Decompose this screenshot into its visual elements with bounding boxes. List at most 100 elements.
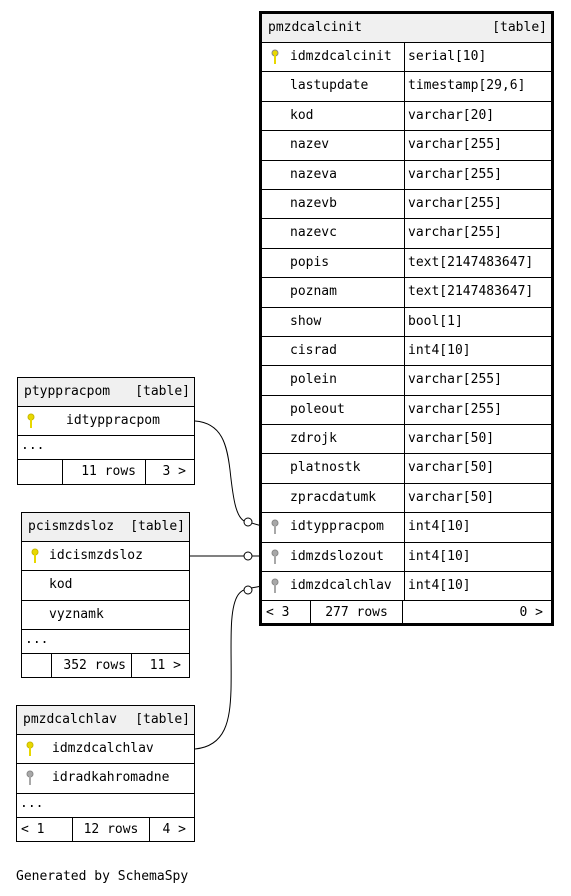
column-row[interactable]: polein varchar[255]: [262, 366, 554, 396]
table-pcismzdsloz[interactable]: pcismzdsloz [table] idcismzdsloz kod vyz…: [21, 512, 190, 679]
edge-idmzdcalchlav: [194, 585, 263, 750]
column-name: idmzdcalchlav: [52, 741, 154, 756]
parents-link[interactable]: < 3: [266, 605, 290, 621]
primary-key-icon: [271, 49, 279, 64]
column-type: varchar[50]: [404, 483, 554, 513]
foreign-key-icon: [26, 770, 34, 786]
primary-key-icon: [26, 741, 34, 756]
column-type: varchar[255]: [404, 189, 554, 219]
table-pmzdcalchlav[interactable]: pmzdcalchlav [table] idmzdcalchlav idrad…: [16, 705, 195, 842]
row-count: 12 rows: [72, 817, 149, 842]
column-name: vyznamk: [49, 606, 104, 622]
ellipsis: ...: [20, 795, 44, 811]
table-header[interactable]: ptyppracpom [table]: [18, 378, 194, 407]
column-row[interactable]: poznam text[2147483647]: [262, 278, 554, 308]
column-name: nazeva: [290, 166, 337, 182]
column-row[interactable]: platnostk varchar[50]: [262, 454, 554, 484]
table-header[interactable]: pmzdcalcinit [table]: [262, 14, 551, 43]
table-footer: < 1 12 rows 4 >: [17, 817, 194, 842]
table-header[interactable]: pmzdcalchlav [table]: [17, 706, 194, 735]
table-kind-label: [table]: [130, 519, 185, 534]
column-name: poleout: [290, 401, 345, 417]
edge-idmzdslozout-end: [243, 551, 253, 561]
column-row[interactable]: vyznamk: [22, 601, 189, 631]
column-name: kod: [290, 107, 314, 123]
children-link[interactable]: 11 >: [131, 654, 189, 679]
table-footer: 11 rows 3 >: [18, 460, 194, 485]
column-row[interactable]: poleout varchar[255]: [262, 395, 554, 426]
edge-idtyppracpom: [194, 420, 263, 527]
table-footer: 352 rows 11 >: [22, 654, 189, 679]
column-type: varchar[255]: [404, 131, 554, 160]
column-type: int4[10]: [404, 513, 554, 542]
table-kind-label: [table]: [135, 712, 190, 727]
children-link[interactable]: 4 >: [149, 817, 194, 842]
column-row[interactable]: nazev varchar[255]: [262, 131, 554, 161]
more-columns: ...: [17, 794, 194, 818]
ellipsis: ...: [21, 438, 45, 454]
parents-link[interactable]: [22, 654, 51, 678]
column-name: platnostk: [290, 460, 361, 476]
column-row[interactable]: idmzdcalchlav: [17, 735, 194, 765]
column-type: varchar[255]: [404, 219, 554, 248]
parents-link[interactable]: [18, 460, 62, 484]
foreign-key-icon: [271, 578, 279, 594]
column-type: varchar[20]: [404, 101, 554, 131]
column-row[interactable]: zdrojk varchar[50]: [262, 425, 554, 455]
foreign-key-icon: [271, 519, 279, 535]
column-type: timestamp[29,6]: [404, 72, 554, 101]
column-row[interactable]: nazeva varchar[255]: [262, 160, 554, 190]
column-type: bool[1]: [404, 307, 554, 336]
table-name: pmzdcalchlav: [23, 712, 117, 727]
column-type: varchar[255]: [404, 366, 554, 395]
generated-by-label: Generated by SchemaSpy: [16, 869, 189, 884]
column-row[interactable]: idtyppracpom: [18, 407, 194, 437]
column-row[interactable]: kod varchar[20]: [262, 101, 554, 132]
column-row[interactable]: idcismzdsloz: [22, 542, 189, 572]
more-columns: ...: [18, 436, 194, 461]
children-link[interactable]: 0 >: [402, 601, 551, 626]
column-type: varchar[50]: [404, 425, 554, 454]
column-type: varchar[255]: [404, 160, 554, 189]
column-name: idmzdcalchlav: [290, 578, 392, 594]
column-name: nazev: [290, 137, 330, 153]
column-name: polein: [290, 372, 337, 388]
column-name: idcismzdsloz: [49, 548, 143, 563]
row-count: 277 rows: [310, 601, 402, 626]
column-row[interactable]: kod: [22, 571, 189, 601]
ellipsis: ...: [25, 632, 49, 648]
column-name: idradkahromadne: [52, 770, 170, 786]
more-columns: ...: [22, 630, 189, 655]
table-name: ptyppracpom: [24, 384, 111, 399]
column-type: varchar[50]: [404, 454, 554, 483]
column-name: idmzdcalcinit: [290, 49, 392, 64]
table-ptyppracpom[interactable]: ptyppracpom [table] idtyppracpom ... 11 …: [17, 377, 195, 485]
column-type: text[2147483647]: [404, 248, 554, 278]
table-header[interactable]: pcismzdsloz [table]: [22, 513, 189, 542]
parents-link[interactable]: < 1: [21, 821, 45, 837]
column-row[interactable]: idradkahromadne: [17, 764, 194, 794]
edge-idtyppracpom-end: [243, 517, 253, 527]
row-count: 11 rows: [62, 460, 145, 485]
children-link[interactable]: 3 >: [145, 460, 194, 485]
edge-idmzdcalchlav-end: [243, 585, 253, 595]
column-type: varchar[255]: [404, 395, 554, 425]
table-name: pmzdcalcinit: [268, 20, 362, 35]
column-type: text[2147483647]: [404, 278, 554, 307]
column-name: kod: [49, 577, 73, 593]
column-name: poznam: [290, 284, 337, 300]
column-name: zdrojk: [290, 431, 337, 447]
